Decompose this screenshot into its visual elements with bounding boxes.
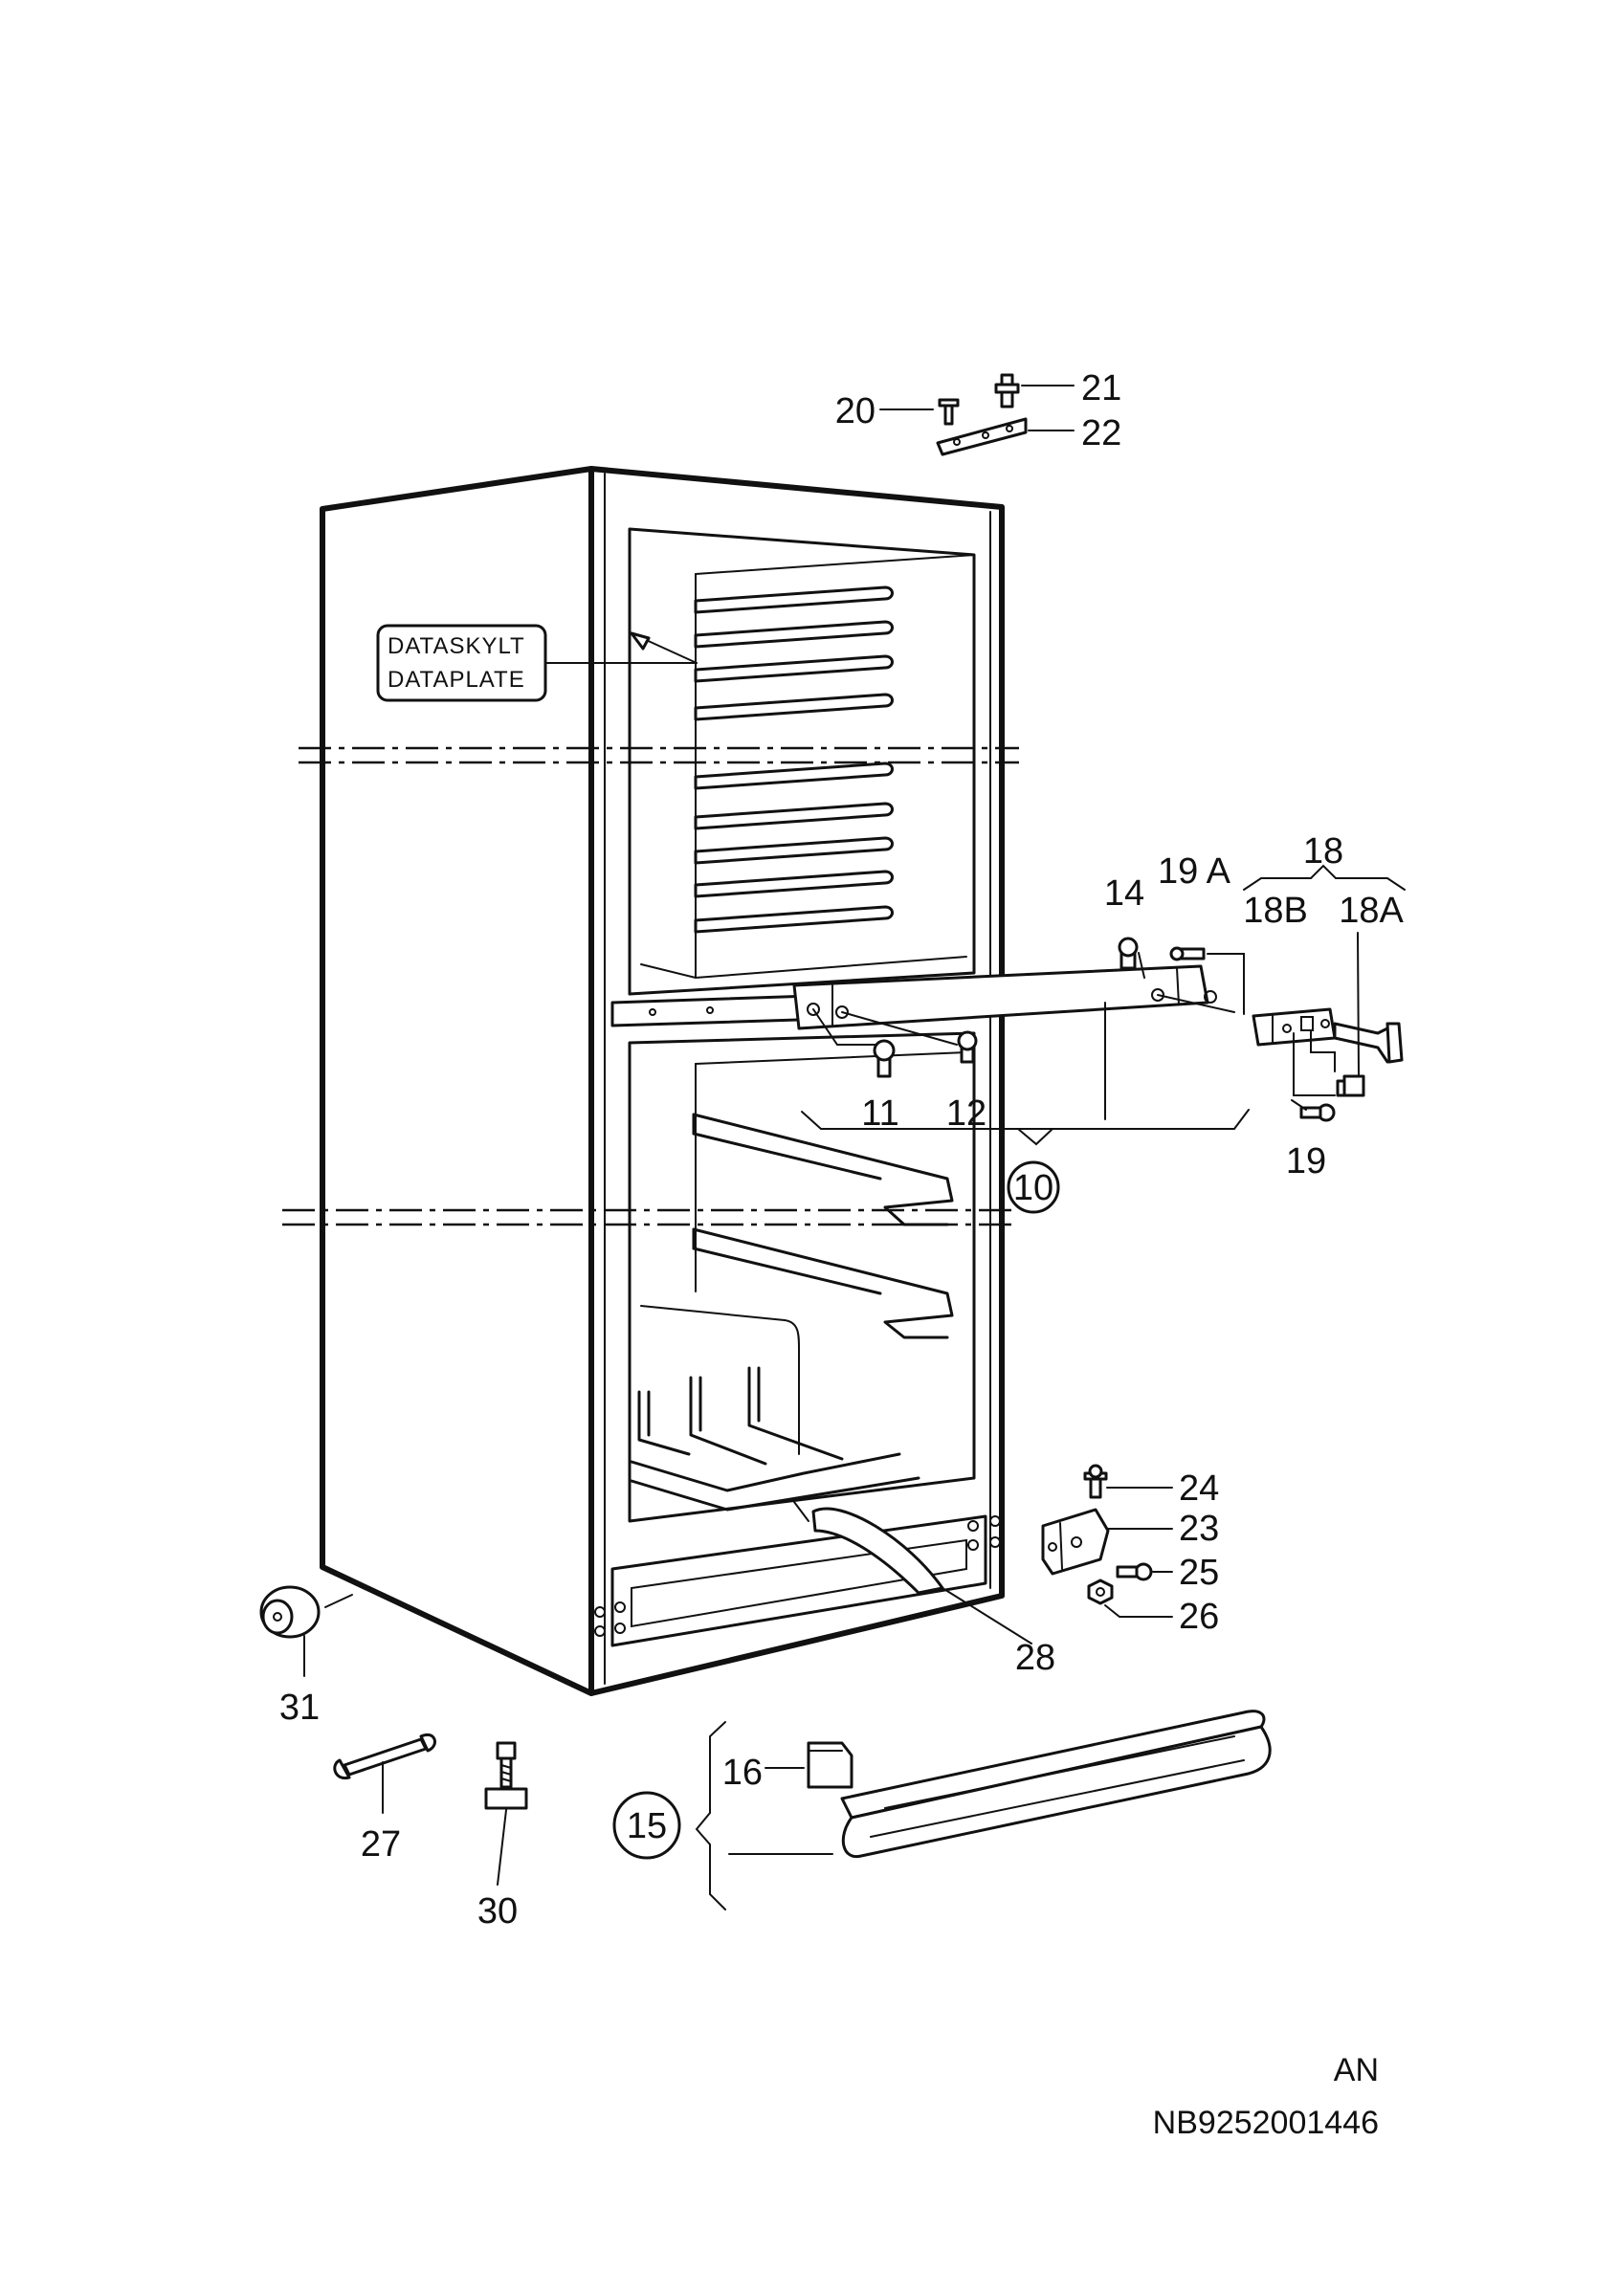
plinth-15 [695,1710,1272,1910]
shelf-rail [694,762,894,790]
data-plate-line2: DATAPLATE [388,667,525,693]
label-27: 27 [361,1824,401,1865]
label-18a: 18A [1339,891,1404,931]
hinge-holes [594,1515,1001,1637]
drawer-guides [630,1113,954,1512]
foot-31 [259,1585,353,1677]
label-15: 15 [627,1806,667,1846]
shelf-rail [694,905,894,934]
label-20: 20 [835,391,875,431]
label-28: 28 [1015,1638,1055,1678]
label-18b: 18B [1243,891,1308,931]
foot-screw-30 [484,1741,528,1886]
shelf-rail [694,654,894,683]
label-18: 18 [1303,831,1343,872]
wrench-27 [333,1733,436,1814]
shelf-rail [694,802,894,830]
label-26: 26 [1179,1597,1219,1637]
label-16: 16 [722,1753,763,1793]
callout-15: 15 [612,1791,681,1860]
handle-bracket-18 [1243,864,1406,1122]
shelf-rail [694,620,894,649]
label-19a: 19 A [1158,851,1231,892]
label-21: 21 [1081,368,1121,408]
callout-10: 10 [1007,1160,1060,1214]
label-10: 10 [1013,1168,1053,1208]
bottom-grille-28 [793,1501,1032,1645]
label-12: 12 [946,1093,986,1134]
label-24: 24 [1179,1468,1219,1509]
shelf-rail [694,585,894,614]
footer-code: NB9252001446 [1153,2105,1379,2141]
shelf-rail [694,693,894,721]
shelf-rail [694,836,894,865]
label-14: 14 [1104,873,1144,914]
label-19: 19 [1286,1141,1326,1181]
label-11: 11 [861,1093,898,1134]
top-hinge-assembly [879,373,1075,456]
label-22: 22 [1081,413,1121,453]
shelf-rails-upper [694,585,894,934]
handle-bar-assembly [792,937,1250,1146]
lower-hinge-assembly [1041,1464,1173,1618]
label-25: 25 [1179,1553,1219,1593]
label-30: 30 [477,1891,518,1932]
label-23: 23 [1179,1509,1219,1549]
shelf-rail [694,870,894,898]
data-plate-line1: DATASKYLT [388,633,525,659]
label-31: 31 [279,1688,320,1728]
data-plate-callout: DATASKYLT DATAPLATE [376,624,698,702]
footer-variant: AN [1334,2052,1379,2088]
